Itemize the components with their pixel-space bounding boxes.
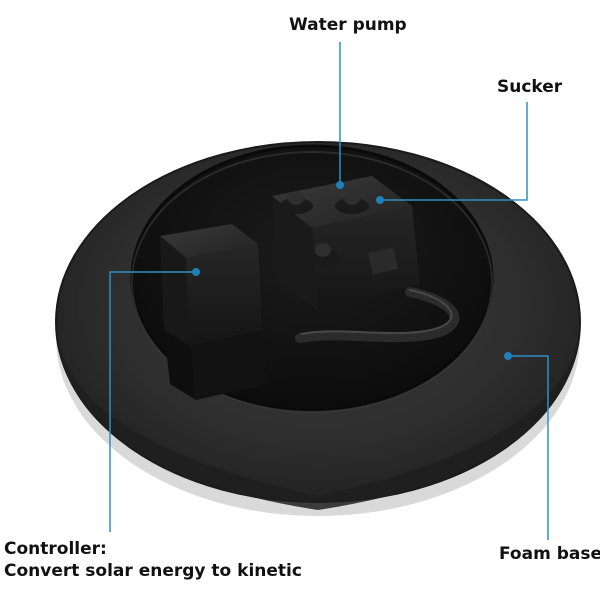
label-foam-base: Foam base xyxy=(499,544,600,564)
callout-dot-foam xyxy=(504,352,512,360)
label-controller-description: Convert solar energy to kinetic xyxy=(4,561,302,581)
controller-box xyxy=(160,224,268,400)
callout-dot-controller xyxy=(192,268,200,276)
foam-side xyxy=(56,322,580,510)
sucker-1 xyxy=(279,191,313,214)
sucker-2 xyxy=(335,191,369,214)
callout-line-sucker xyxy=(380,102,528,201)
label-sucker: Sucker xyxy=(497,77,563,97)
callout-dot-sucker xyxy=(376,196,384,204)
callout-dot-pump xyxy=(336,181,344,189)
label-water-pump: Water pump xyxy=(289,15,407,35)
inner-well-rim xyxy=(131,151,493,413)
sucker-3 xyxy=(305,243,341,266)
callout-line-controller xyxy=(109,271,196,532)
cable-highlight xyxy=(301,289,453,335)
callout-line-foam xyxy=(508,355,549,540)
label-controller: Controller: xyxy=(4,539,107,559)
water-pump-box xyxy=(272,176,420,310)
